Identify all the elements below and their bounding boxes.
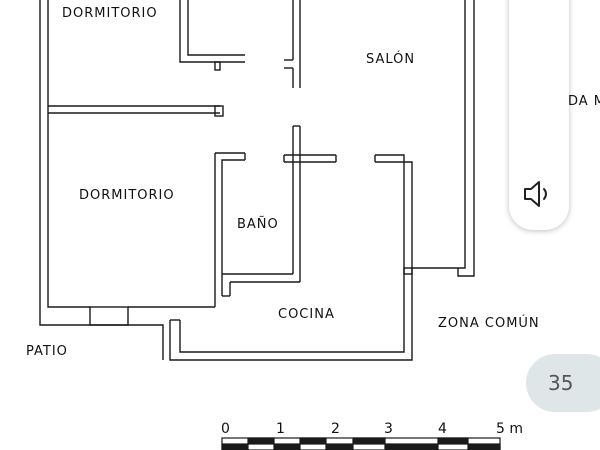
wall-dorm-top-right xyxy=(179,0,245,63)
wall-left-outer xyxy=(39,0,164,360)
room-label-salon: SALÓN xyxy=(366,52,416,67)
page-number: 35 xyxy=(548,371,574,395)
window-patio xyxy=(89,306,129,326)
wall-salon-right xyxy=(412,0,466,269)
scale-tick-2: 2 xyxy=(331,421,340,437)
room-label-patio: PATIO xyxy=(26,344,68,359)
scale-tick-5: 5 m xyxy=(496,421,523,437)
speaker-button[interactable] xyxy=(519,174,559,214)
scale-tick-4: 4 xyxy=(438,421,447,437)
scale-bar xyxy=(221,437,501,450)
room-label-dormitorio-top: DORMITORIO xyxy=(62,6,158,21)
room-label-bano: BAÑO xyxy=(237,217,279,232)
scale-tick-0: 0 xyxy=(221,421,230,437)
room-label-dormitorio-main: DORMITORIO xyxy=(79,188,175,203)
wall-left-inner xyxy=(47,0,90,308)
page-number-badge[interactable]: 35 xyxy=(526,354,600,412)
room-label-cut: DA M xyxy=(568,94,600,109)
room-label-zona-comun: ZONA COMÚN xyxy=(438,316,540,331)
scale-tick-1: 1 xyxy=(276,421,285,437)
audio-side-panel xyxy=(509,0,569,230)
speaker-icon xyxy=(524,181,547,207)
scale-tick-3: 3 xyxy=(384,421,393,437)
room-label-cocina: COCINA xyxy=(278,307,335,322)
